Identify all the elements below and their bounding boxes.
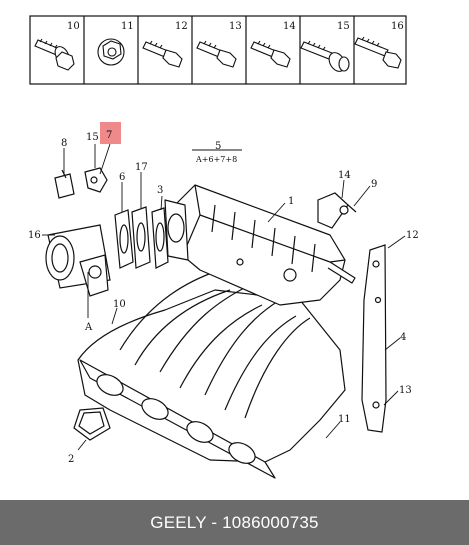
callout-label: 12 — [406, 230, 419, 241]
callout-label: A+6+7+8 — [195, 155, 237, 164]
callout-label: 6 — [119, 172, 125, 183]
callout-label: 17 — [135, 162, 148, 173]
highlight-box — [100, 122, 121, 144]
gasket-17 — [131, 206, 151, 269]
callout-label: 10 — [113, 299, 126, 310]
callout-label: 3 — [157, 185, 163, 196]
sensor-8 — [54, 173, 75, 199]
hex-bolt-icon — [250, 40, 291, 68]
footer-bar: GEELY - 1086000735 — [0, 500, 469, 545]
callout-label: A — [84, 322, 93, 333]
hex-bolt-icon — [196, 40, 237, 68]
callout-label: 4 — [400, 332, 406, 343]
throttle-body — [45, 224, 111, 297]
map-sensor — [317, 192, 357, 229]
gasket-6 — [114, 209, 134, 269]
callout-label: 13 — [399, 385, 412, 396]
legend-cell-number: 13 — [229, 21, 242, 32]
flange-nut-icon — [97, 38, 125, 66]
flange-bolt-icon — [34, 38, 75, 71]
legend-cell-number: 12 — [175, 21, 188, 32]
port-gasket — [73, 407, 111, 441]
callout-label: 8 — [61, 138, 67, 149]
gasket-3 — [151, 207, 169, 269]
support-bracket — [361, 244, 387, 433]
fastener-legend — [29, 15, 407, 85]
callout-label: 16 — [28, 230, 41, 241]
callout-label: 2 — [68, 454, 74, 465]
footer-part-number: GEELY - 1086000735 — [150, 512, 319, 532]
long-bolt-icon — [300, 40, 350, 72]
legend-cell-number: 11 — [121, 21, 134, 32]
hex-bolt-icon — [142, 40, 183, 68]
legend-cell-number: 16 — [391, 21, 404, 32]
callout-label: 11 — [338, 414, 351, 425]
callout-label: 14 — [338, 170, 351, 181]
legend-cell-number: 14 — [283, 21, 296, 32]
leader-lines — [42, 143, 406, 451]
callout-label: 15 — [86, 132, 99, 143]
long-bolt-icon — [354, 36, 402, 69]
callout-label: 1 — [288, 196, 294, 207]
callout-label: 5 — [215, 141, 221, 152]
legend-cell-number: 10 — [67, 21, 80, 32]
legend-cell-number: 15 — [337, 21, 350, 32]
intake-manifold — [77, 184, 356, 479]
callout-label: 7 — [106, 130, 112, 141]
callout-label: 9 — [371, 179, 377, 190]
